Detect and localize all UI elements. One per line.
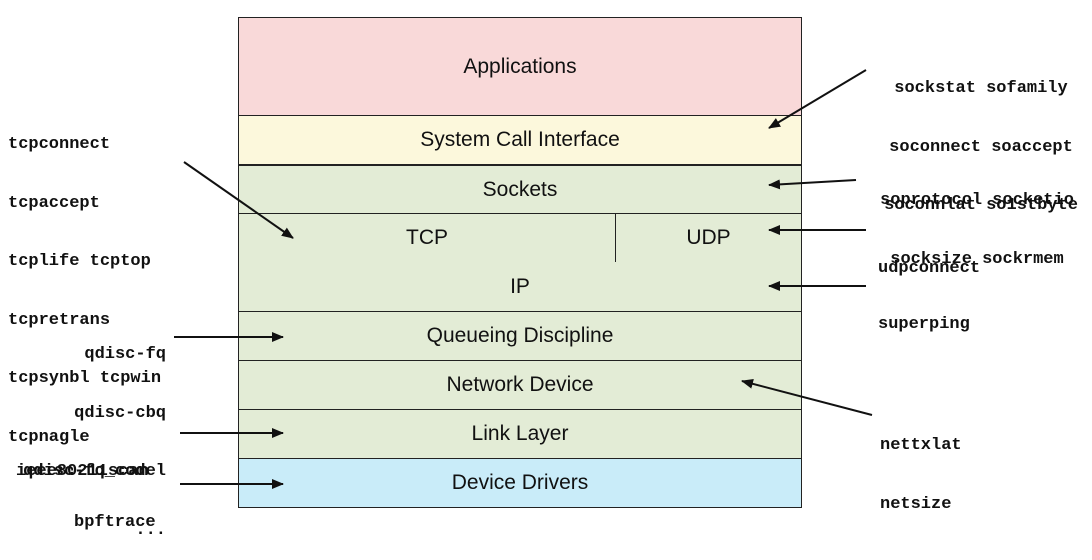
- layer-queueing-discipline: Queueing Discipline: [238, 311, 802, 361]
- layer-network-device: Network Device: [238, 360, 802, 410]
- arrow-syscall: [768, 69, 867, 129]
- tool-name: tcpsynbl tcpwin: [8, 369, 162, 388]
- layer-label: UDP: [686, 226, 731, 249]
- tool-name: qdisc-fq_codel: [23, 462, 166, 481]
- arrow-tcp: [183, 161, 294, 239]
- tool-name: sockstat sofamily: [894, 79, 1068, 98]
- tool-name: qdisc-fq: [84, 345, 166, 364]
- tool-name: tcplife tcptop: [8, 252, 151, 271]
- tool-name: tcpconnect: [8, 135, 111, 154]
- tool-name: soconnlat so1stbyte: [884, 196, 1078, 215]
- layer-label: TCP: [406, 226, 448, 249]
- tools-ip: superping: [878, 276, 970, 354]
- tool-name: soprotocol socketio: [880, 191, 1074, 210]
- layer-link-layer: Link Layer: [238, 409, 802, 459]
- layer-label: Sockets: [482, 177, 558, 201]
- tools-linklayer: ieee80211scan: [16, 423, 149, 501]
- tool-name: socksize sockrmem: [890, 249, 1064, 269]
- tool-name: ieee80211scan: [16, 462, 149, 481]
- arrow-netdev: [741, 378, 873, 416]
- tool-name: udpconnect: [878, 259, 981, 278]
- layer-label: Network Device: [446, 373, 594, 396]
- tools-syscall: sockstat sofamily soconnect soaccept soc…: [872, 40, 1090, 235]
- layer-applications: Applications: [238, 17, 802, 116]
- tool-name: nettxlat: [880, 436, 962, 455]
- layer-label: Device Drivers: [451, 471, 589, 494]
- layer-label: System Call Interface: [420, 128, 620, 151]
- tool-name: qdisc-cbq: [74, 403, 166, 423]
- layer-label: Queueing Discipline: [426, 324, 614, 347]
- tool-name: tcpretrans: [8, 310, 111, 330]
- tool-name: soconnect soaccept: [889, 137, 1073, 157]
- arrow-sockets: [768, 179, 857, 190]
- tools-udp: udpconnect: [878, 220, 980, 298]
- tool-name: tcpaccept: [8, 193, 100, 213]
- arrows-layer: [174, 69, 873, 489]
- tool-name: tcpnagle: [8, 427, 90, 447]
- layer-label: IP: [510, 274, 530, 298]
- tool-name: bpftrace: [74, 513, 156, 532]
- layer-label: Applications: [463, 54, 577, 78]
- layer-label: Link Layer: [471, 422, 569, 445]
- tool-name: superping: [878, 315, 970, 334]
- layer-sockets: Sockets: [238, 165, 802, 214]
- tools-tcp: tcpconnect tcpaccept tcplife tcptop tcpr…: [8, 96, 161, 467]
- layer-device-drivers: Device Drivers: [238, 458, 802, 508]
- layer-system-call-interface: System Call Interface: [238, 115, 802, 165]
- layer-udp: UDP: [615, 213, 802, 263]
- tools-sockets: soprotocol socketio socksize sockrmem: [866, 152, 1088, 289]
